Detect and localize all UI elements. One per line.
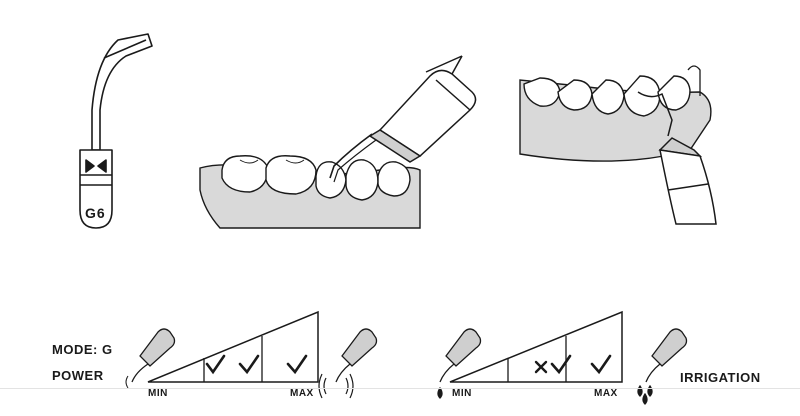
vibration-icon: [323, 377, 327, 395]
power-min-handpiece-icon: [125, 328, 176, 389]
scene-upper-jaw: [519, 65, 717, 225]
check-icon: [550, 354, 572, 375]
mode-label: MODE: G: [52, 342, 113, 357]
irrigation-scale: [437, 310, 688, 405]
irrigation-max-label: MAX: [594, 388, 618, 399]
scene-lower-jaw: [199, 55, 477, 229]
irrigation-max-handpiece-icon: [637, 328, 688, 405]
divider-line: [0, 388, 800, 389]
check-icon: [590, 354, 612, 375]
power-min-label: MIN: [148, 388, 168, 399]
power-triangle: [147, 310, 319, 383]
power-max-label: MAX: [290, 388, 314, 399]
irrigation-label: IRRIGATION: [680, 370, 761, 385]
drop-icon: [642, 392, 648, 405]
drop-icon: [437, 386, 443, 399]
check-icon: [286, 354, 308, 375]
cross-icon: [534, 360, 548, 374]
check-icon: [205, 354, 226, 375]
irrigation-min-handpiece-icon: [437, 328, 482, 399]
power-label: POWER: [52, 368, 104, 383]
irrigation-min-label: MIN: [452, 388, 472, 399]
tip-code-label: G6: [85, 205, 106, 221]
irrigation-triangle: [449, 310, 623, 383]
scaler-tip-illustration: [79, 33, 153, 229]
power-max-handpiece-icon: [318, 328, 378, 399]
check-icon: [238, 354, 260, 375]
power-scale: [125, 310, 378, 399]
